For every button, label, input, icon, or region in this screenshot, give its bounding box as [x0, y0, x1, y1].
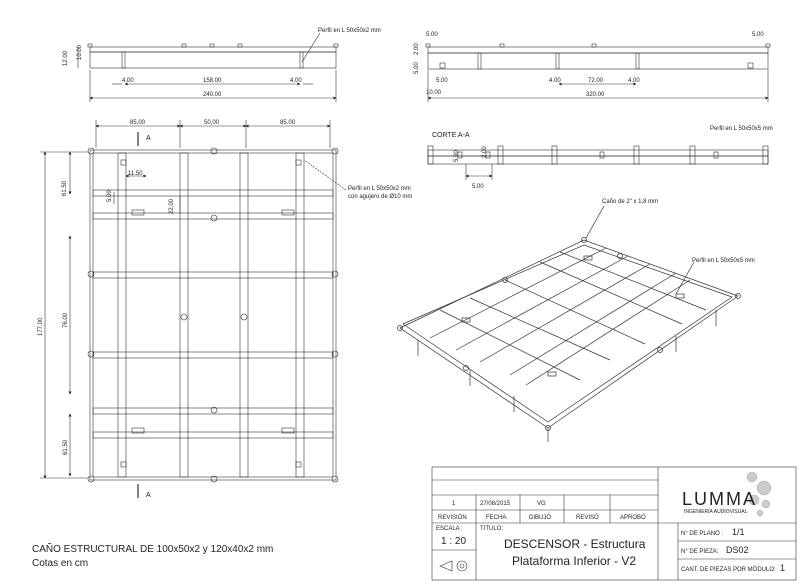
isometric-view-text: Caño de 2" x 1,8 mm Perfil en L 50x50x5 …	[602, 199, 755, 264]
dim-61-50b: 61.50	[63, 439, 69, 455]
dim-72: 72.00	[588, 78, 604, 84]
dim-5: 5.00	[107, 190, 113, 202]
drawing-notes: CAÑO ESTRUCTURAL DE 100x50x2 y 120x40x2 …	[32, 543, 273, 571]
dim-61-50a: 61.50	[62, 180, 68, 196]
plano-label: N° DE PLANO :	[681, 531, 723, 537]
titulo-label: TITULO:	[480, 526, 503, 532]
plan-view	[40, 120, 347, 498]
dim-76: 76.00	[63, 312, 69, 328]
plan-view-text: 85.00 50.00 85.00 A A 61.50 11.50 5.00 2…	[38, 120, 412, 499]
dim-2: 2.00	[414, 43, 420, 55]
header-revision: REVISIÓN	[438, 514, 467, 521]
cant-value: 1	[780, 563, 785, 573]
section-view	[427, 145, 769, 180]
top-left-side-view-text: Perfil en L 50x50x2 mm 10.00 12.00 4.00 …	[63, 28, 381, 98]
section-view-text: CORTE A-A Perfil en L 50x50x5 mm 5.00 2.…	[432, 126, 773, 190]
logo-subtitle: INGENIERÍA AUDIOVISUAL	[684, 508, 748, 515]
section-a-top: A	[146, 135, 151, 142]
first-angle-projection-icon	[439, 560, 453, 572]
revision-number: 1	[452, 501, 456, 507]
dim-4a: 4.00	[549, 78, 561, 84]
top-right-side-view-text: 5.00 5.00 2.00 5.00 5.00 4.00 72.00 4.00…	[414, 32, 764, 98]
profile-label: Perfil en L 50x50x2 mm	[318, 28, 381, 34]
dim-10: 10.00	[77, 44, 83, 60]
dim-50: 50.00	[204, 120, 220, 126]
logo-name: LUMMA	[682, 489, 757, 509]
iso-profile-label: Perfil en L 50x50x5 mm	[692, 258, 755, 264]
revision-date: 27/08/2015	[480, 501, 511, 507]
dim-5a: 5.00	[426, 32, 438, 38]
dim-5d: 5.00	[436, 78, 448, 84]
profile-label-2: con agujero de Ø10 mm	[348, 194, 412, 200]
dim-11-50: 11.50	[128, 171, 143, 177]
dim-158: 158.00	[203, 78, 222, 84]
titulo-line1: DESCENSOR - Estructura	[504, 537, 646, 551]
top-left-side-view	[77, 32, 339, 102]
header-reviso: REVISÓ	[576, 514, 599, 521]
escala-value: 1 : 20	[441, 536, 466, 547]
dim-85b: 85.00	[280, 120, 296, 126]
dim-5c: 5.00	[414, 62, 420, 74]
lumma-dots-logo-icon	[746, 471, 772, 517]
dim-2: 2.00	[482, 146, 488, 158]
dim-12: 12.00	[63, 50, 69, 66]
escala-label: ESCALA :	[436, 526, 463, 532]
dim-10: 10.00	[426, 90, 442, 96]
dim-5b: 5.00	[752, 32, 764, 38]
dim-177: 177.00	[38, 317, 44, 336]
dim-22: 22.00	[169, 198, 175, 214]
section-title: CORTE A-A	[432, 132, 470, 139]
dim-85a: 85.00	[130, 120, 146, 126]
notes-line2: Cotas en cm	[32, 558, 89, 569]
dim-4b: 4.00	[628, 78, 640, 84]
header-fecha: FECHA	[486, 515, 506, 521]
dim-240: 240.00	[203, 92, 222, 98]
dim-4a: 4.00	[122, 78, 134, 84]
isometric-view	[397, 205, 741, 442]
header-aprobo: APROBÓ	[620, 514, 646, 521]
pieza-label: N° DE PIEZA:	[681, 549, 719, 555]
section-a-bottom: A	[146, 492, 151, 499]
titulo-line2: Plataforma Inferior - V2	[512, 554, 636, 568]
profile-label-1: Perfil en L 50x50x2 mm	[348, 186, 411, 192]
section-profile-label: Perfil en L 50x50x5 mm	[710, 126, 773, 132]
title-block	[431, 466, 797, 581]
top-right-side-view	[425, 43, 771, 102]
revision-drawn: VG	[537, 501, 546, 507]
dim-5: 5.00	[454, 150, 460, 162]
cant-label: CANT. DE PIEZAS POR MÓDULO:	[681, 566, 776, 573]
projection-symbol	[439, 560, 468, 572]
pieza-value: DS02	[726, 545, 749, 555]
dim-5b: 5.00	[472, 184, 484, 190]
dim-320: 320.00	[586, 92, 605, 98]
plano-value: 1/1	[732, 527, 745, 537]
header-dibujo: DIBUJÓ	[529, 514, 551, 521]
title-block-text: 1 27/08/2015 VG REVISIÓN FECHA DIBUJÓ RE…	[436, 489, 785, 573]
dim-4b: 4.00	[290, 78, 302, 84]
notes-line1: CAÑO ESTRUCTURAL DE 100x50x2 y 120x40x2 …	[32, 544, 274, 555]
pipe-label: Caño de 2" x 1,8 mm	[602, 199, 658, 205]
